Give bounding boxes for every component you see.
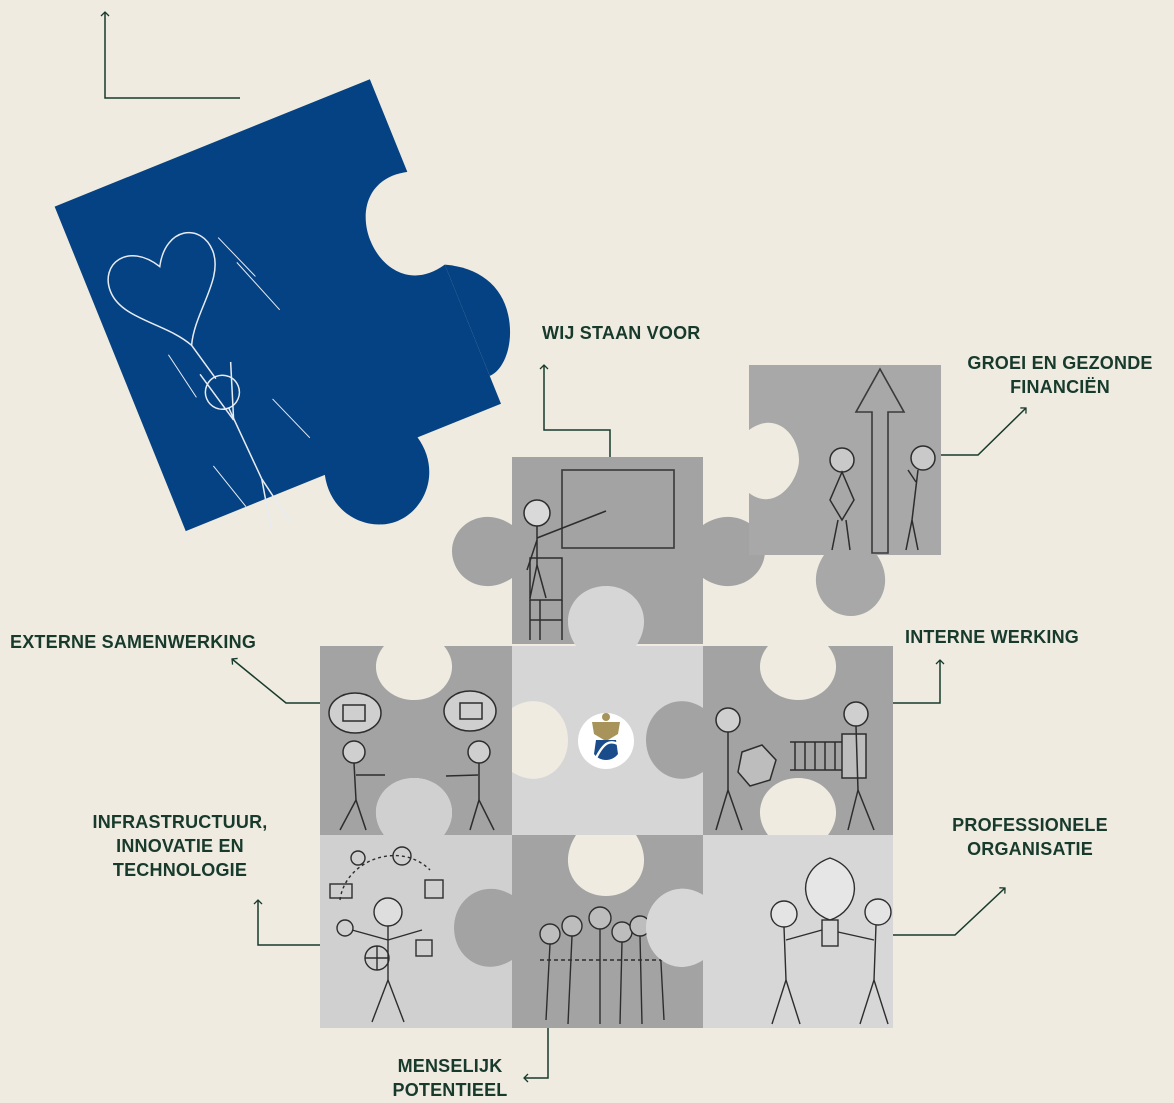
label-wij-staan-voor: WIJ STAAN VOOR [542, 323, 701, 343]
juggling-stickman-icon [329, 846, 444, 1023]
thinking-stickmen-icon [829, 445, 936, 551]
whiteboard-icon [561, 469, 675, 549]
label-menselijk-potentieel: MENSELIJK POTENTIEEL [392, 1056, 508, 1100]
connector-menselijk [523, 1028, 549, 1083]
lightbulb-team-icon [770, 857, 892, 1025]
floating-navy-piece [54, 79, 511, 532]
piece-menselijk-potentieel [454, 835, 703, 1028]
connector-interne [893, 659, 945, 704]
piece-infrastructuur [320, 778, 512, 1028]
organization-logo-icon [592, 713, 620, 760]
piece-wij-staan-voor [452, 457, 765, 644]
connector-floating-piece [100, 11, 240, 99]
label-professionele-organisatie: PROFESSIONELE ORGANISATIE [952, 815, 1108, 859]
connector-externe [231, 657, 320, 704]
label-groei-gezonde-financien: GROEI EN GEZONDE FINANCIËN [967, 353, 1153, 397]
piece-groei-financien [749, 365, 941, 616]
presenter-stickman-icon [523, 499, 607, 640]
engineers-with-bolt-icon [715, 701, 875, 831]
connector-professionele [893, 887, 1006, 936]
label-interne-werking: INTERNE WERKING [905, 627, 1079, 647]
stickman-with-heart-balloon-icon [107, 231, 311, 530]
connector-infra [253, 899, 320, 946]
label-infrastructuur: INFRASTRUCTUUR, INNOVATIE EN TECHNOLOGIE [92, 812, 268, 880]
piece-externe-samenwerking [320, 646, 512, 835]
connector-groei [941, 407, 1027, 456]
growth-arrow-icon [854, 367, 906, 554]
connector-wij-staan-voor [539, 364, 611, 457]
piece-center [512, 586, 703, 835]
label-externe-samenwerking: EXTERNE SAMENWERKING [10, 632, 257, 652]
piece-interne-werking [646, 646, 893, 835]
discussing-stickmen-icon [328, 690, 497, 831]
piece-professionele-organisatie [646, 835, 893, 1028]
